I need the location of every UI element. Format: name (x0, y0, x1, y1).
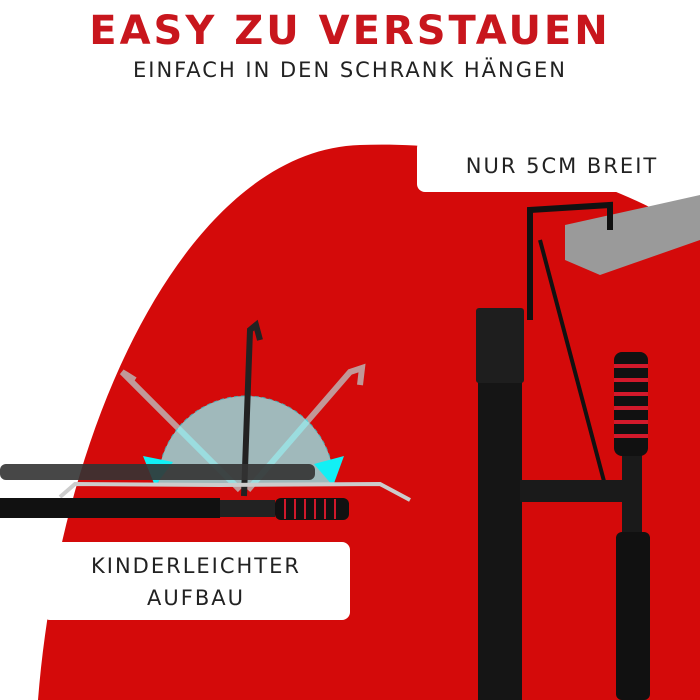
subheadline: EINFACH IN DEN SCHRANK HÄNGEN (132, 58, 567, 82)
assembly-callout: KINDERLEICHTER AUFBAU (42, 542, 350, 620)
hook-bracket (527, 201, 613, 320)
black-foam-grip (616, 532, 650, 700)
upright-arm (241, 319, 263, 497)
door-frame-mount-graphic (476, 195, 700, 700)
arrow-right-icon (314, 456, 344, 486)
ghost-base (58, 481, 411, 502)
assembly-callout-line1: KINDERLEICHTER (90, 554, 301, 578)
headline: EASY ZU VERSTAUEN (89, 8, 611, 54)
upper-bar (0, 464, 315, 480)
assembly-callout-line2: AUFBAU (147, 586, 245, 610)
diagonal-strut (538, 239, 607, 486)
horizontal-arm (520, 480, 630, 502)
joint (220, 500, 275, 517)
width-callout: NUR 5CM BREIT (417, 140, 700, 192)
red-grip (275, 498, 349, 520)
folding-bar-graphic (0, 319, 411, 520)
pole-cap (476, 308, 524, 383)
width-callout-text: NUR 5CM BREIT (465, 154, 659, 178)
lower-bar (0, 498, 220, 518)
door-frame-beam (565, 195, 700, 275)
